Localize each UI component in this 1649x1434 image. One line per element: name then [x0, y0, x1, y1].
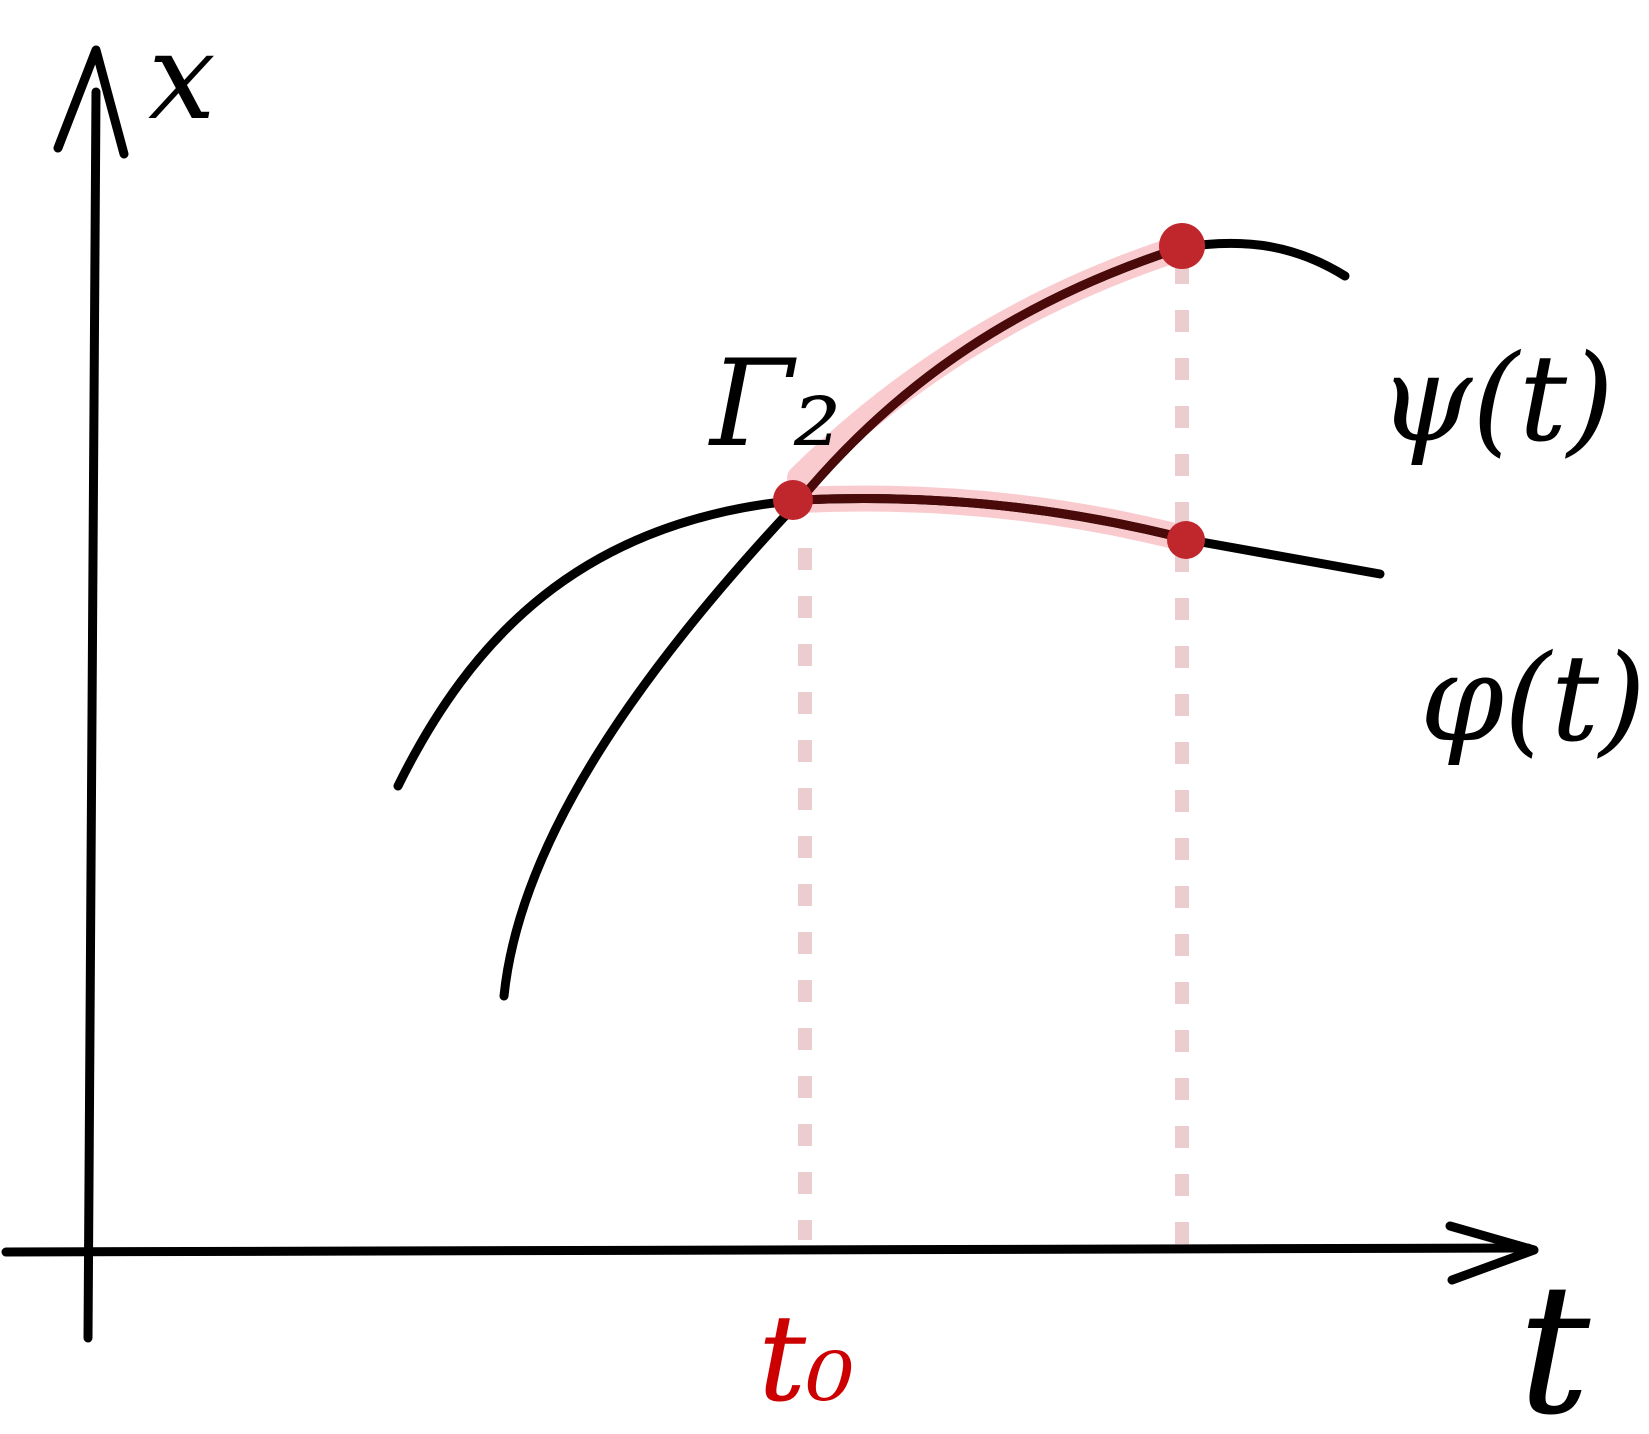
y-axis-label: x — [148, 8, 216, 147]
psi-overlap-segment — [795, 243, 1185, 505]
phi-end-point — [1167, 521, 1205, 559]
phi-curve — [393, 494, 1385, 791]
y-axis — [53, 45, 129, 1343]
x-axis-line — [1, 1243, 1533, 1257]
phi-overlap-segment — [795, 494, 1195, 545]
psi-label: ψ(t) — [1378, 330, 1614, 469]
phi-label: φ(t) — [1420, 630, 1646, 769]
intersection-point — [773, 480, 813, 520]
arrow-up-icon — [53, 45, 129, 159]
x-axis-label: t — [1518, 1246, 1591, 1434]
gamma-label: Γ₂ — [708, 335, 841, 474]
psi-end-point — [1159, 223, 1205, 269]
t0-label: t₀ — [758, 1290, 854, 1429]
x-axis — [1, 1221, 1539, 1285]
psi-curve — [499, 238, 1350, 1001]
y-axis-line — [83, 87, 101, 1343]
arrow-right-icon — [1445, 1221, 1539, 1285]
